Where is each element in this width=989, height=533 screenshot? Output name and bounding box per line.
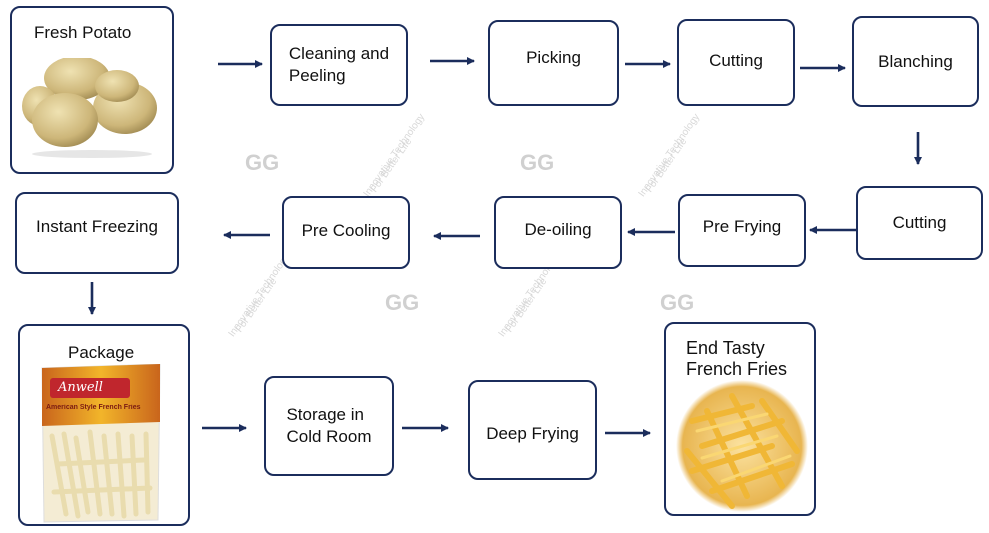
step-storage-cold-room: Storage in Cold Room (264, 376, 394, 476)
step-storage-label-line1: Storage in (286, 405, 364, 424)
step-cleaning-label-line2: Peeling (288, 66, 346, 85)
french-fries-image (676, 380, 808, 512)
step-pre-frying: Pre Frying (678, 194, 806, 267)
step-de-oiling: De-oiling (494, 196, 622, 269)
step-end-label: End Tasty French Fries (686, 338, 787, 380)
step-storage-label-line2: Cold Room (286, 427, 372, 446)
step-storage-label: Storage in Cold Room (286, 404, 371, 448)
step-cutting-2-label: Cutting (892, 213, 947, 232)
watermark-logo: GG (245, 150, 280, 175)
step-package: Package Anwell American Style French Fri… (18, 324, 190, 526)
step-blanching-label: Blanching (878, 51, 953, 71)
step-cutting-2: Cutting (856, 186, 983, 260)
step-cleaning-label: Cleaning and Peeling (289, 43, 389, 87)
potato-image (22, 58, 157, 158)
step-pre-frying-label: Pre Frying (702, 216, 782, 236)
step-package-label: Package (68, 343, 135, 362)
watermark-logo: GG (385, 290, 420, 315)
step-cleaning-label-line1: Cleaning and (288, 44, 390, 63)
package-bag-image (41, 364, 161, 523)
watermark-logo: GG (520, 150, 555, 175)
step-cutting-1-label: Cutting (709, 50, 763, 70)
step-picking: Picking (488, 20, 619, 106)
step-end-label-line2: French Fries (686, 359, 788, 379)
package-brand-text: Anwell (58, 380, 103, 395)
step-de-oiling-label: De-oiling (524, 219, 592, 239)
step-deep-frying-label: Deep Frying (486, 424, 579, 443)
step-deep-frying: Deep Frying (468, 380, 597, 480)
step-end-french-fries: End Tasty French Fries (664, 322, 816, 516)
step-blanching: Blanching (852, 16, 979, 107)
step-cutting-1: Cutting (677, 19, 795, 106)
step-end-label-line1: End Tasty (686, 338, 765, 358)
step-instant-freezing: Instant Freezing (15, 192, 179, 274)
step-instant-freezing-label: Instant Freezing (36, 217, 158, 236)
step-fresh-potato-label: Fresh Potato (34, 23, 132, 42)
step-cleaning-peeling: Cleaning and Peeling (270, 24, 408, 106)
step-picking-label: Picking (526, 48, 581, 67)
step-fresh-potato: Fresh Potato (10, 6, 174, 174)
package-line-text: American Style French Fries (46, 404, 141, 411)
watermark-logo: GG (660, 290, 695, 315)
step-pre-cooling: Pre Cooling (282, 196, 410, 269)
step-pre-cooling-label: Pre Cooling (301, 220, 391, 240)
